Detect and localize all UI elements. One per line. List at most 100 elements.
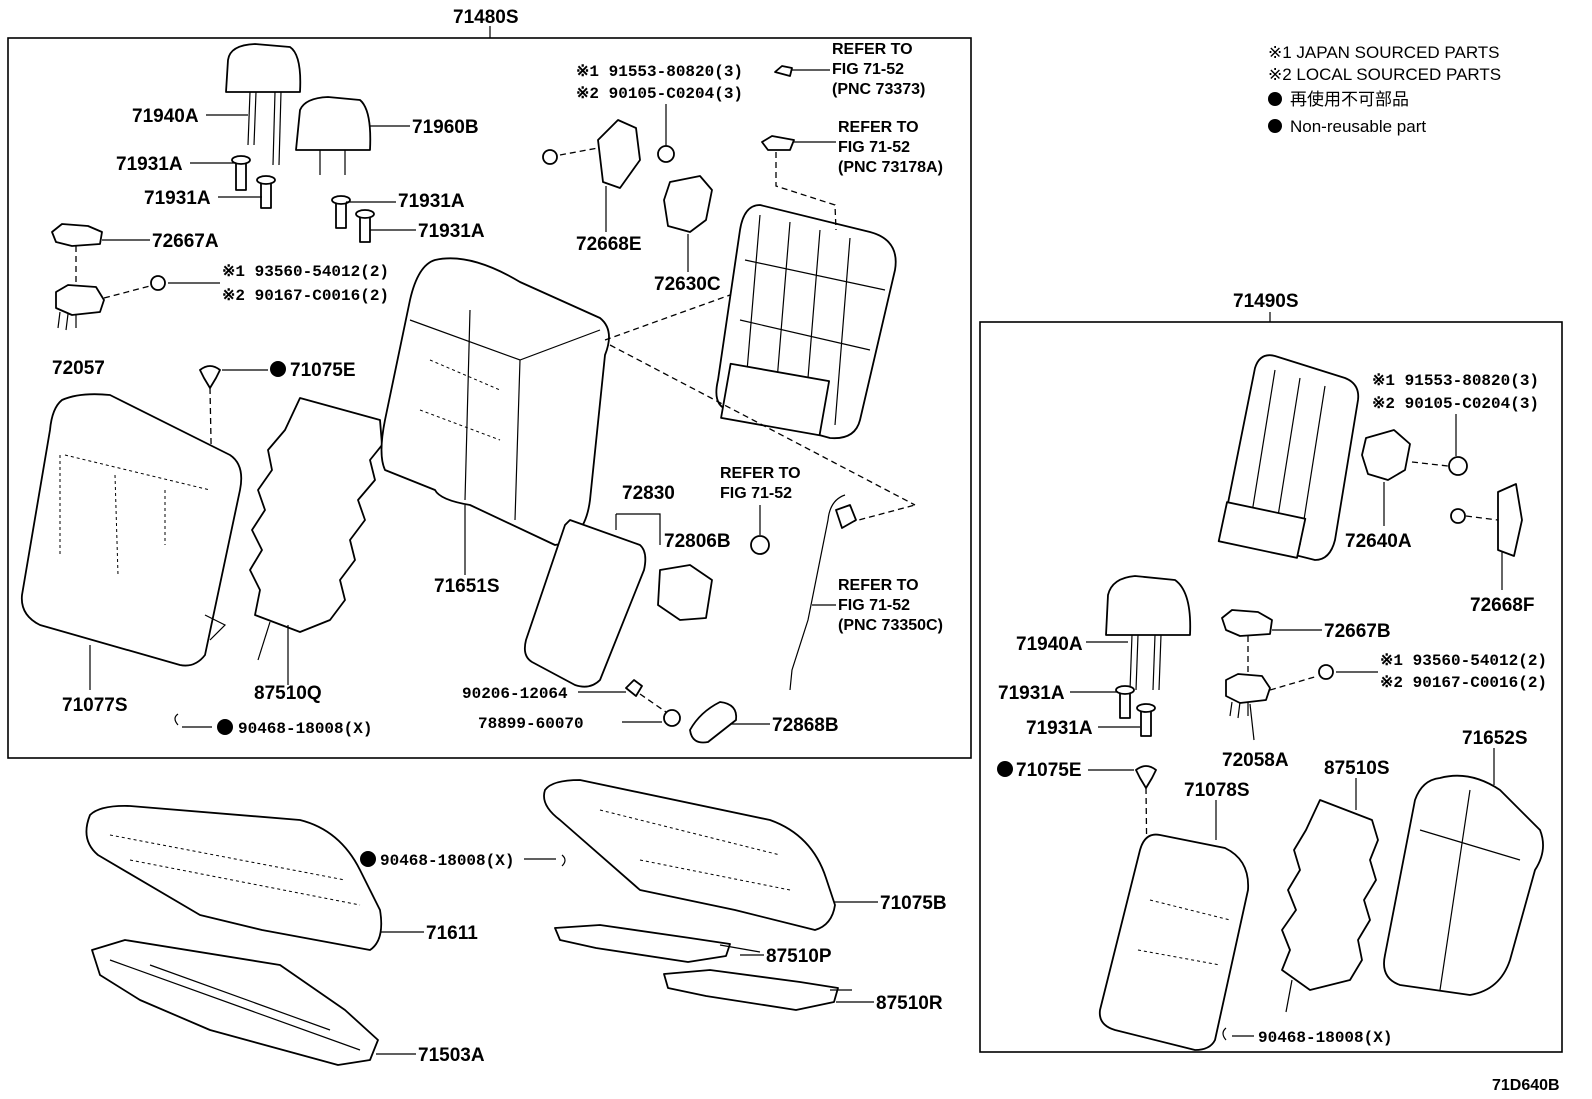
non-reusable-dot-icon [1268, 92, 1282, 106]
bracket-72667a-drawing [51, 223, 103, 247]
refer-to-text[interactable]: REFER TO [838, 119, 919, 136]
part-label-87510q[interactable]: 87510Q [254, 683, 322, 704]
part-label-71940a[interactable]: 71940A [132, 106, 199, 127]
heater-mat-87510p-drawing [554, 924, 731, 963]
part-label-90468-right[interactable]: 90468-18008(X) [1258, 1029, 1392, 1047]
latch-72058a-drawing [1225, 673, 1271, 704]
bracket-72667b-drawing [1221, 609, 1273, 637]
assembly-71490s-label[interactable]: 71490S [1233, 291, 1299, 312]
clip-icon [542, 149, 558, 165]
part-label-71651s[interactable]: 71651S [434, 576, 500, 597]
part-label-71931a-right[interactable]: 71931A [1026, 718, 1093, 739]
cover-72868b-drawing [689, 701, 738, 744]
bolt-japan-top[interactable]: ※1 91553-80820(3) [576, 63, 743, 81]
bolt-icon [1448, 456, 1468, 476]
part-label-72667b[interactable]: 72667B [1324, 621, 1391, 642]
bolt-icon [150, 275, 166, 291]
part-label-87510r[interactable]: 87510R [876, 993, 943, 1014]
part-label-72868b[interactable]: 72868B [772, 715, 839, 736]
part-label-87510p[interactable]: 87510P [766, 946, 832, 967]
cover-72668e-drawing [597, 119, 641, 189]
bracket-90206-drawing [625, 679, 643, 697]
seatback-frame-right-drawing [1217, 354, 1360, 561]
part-label-71078s[interactable]: 71078S [1184, 780, 1250, 801]
part-label-71611[interactable]: 71611 [426, 923, 478, 944]
part-label-71652s[interactable]: 71652S [1462, 728, 1528, 749]
hinge-72640a-drawing [1361, 429, 1411, 481]
refer-fig-text[interactable]: FIG 71-52 [838, 597, 910, 614]
headrest-guide-drawing [231, 155, 375, 243]
legend-non-reusable-jp: 再使用不可部品 [1290, 89, 1409, 109]
latch-72057-drawing [55, 284, 105, 316]
headrest-71940a-right-drawing [1105, 575, 1192, 691]
seatback-cover-71077s-drawing [20, 393, 243, 667]
part-label-87510s[interactable]: 87510S [1324, 758, 1390, 779]
part-label-72058a[interactable]: 72058A [1222, 750, 1289, 771]
legend-non-reusable-en: Non-reusable part [1290, 117, 1426, 136]
part-label-78899[interactable]: 78899-60070 [478, 715, 584, 733]
part-label-71931a[interactable]: 71931A [144, 188, 211, 209]
part-label-71940a-right[interactable]: 71940A [1016, 634, 1083, 655]
fastener-local-right[interactable]: ※2 90167-C0016(2) [1380, 674, 1547, 692]
part-label-71503a[interactable]: 71503A [418, 1045, 485, 1066]
part-label-72830[interactable]: 72830 [622, 483, 675, 504]
part-label-71077s[interactable]: 71077S [62, 695, 128, 716]
cushion-frame-71503a-drawing [91, 939, 379, 1066]
fastener-japan-right[interactable]: ※1 93560-54012(2) [1380, 652, 1547, 670]
assembly-71490s-frame [979, 321, 1563, 1053]
refer-to-text[interactable]: REFER TO [720, 465, 801, 482]
part-label-72630c[interactable]: 72630C [654, 274, 721, 295]
figure-id: 71D640B [1492, 1077, 1560, 1094]
part-label-71931a-right[interactable]: 71931A [998, 683, 1065, 704]
headrest-71960b-drawing [295, 96, 372, 175]
bolt-icon [663, 709, 681, 727]
part-label-71960b[interactable]: 71960B [412, 117, 479, 138]
seatback-pad-71651s-drawing [380, 257, 610, 546]
fastener-local-left[interactable]: ※2 90167-C0016(2) [222, 287, 389, 305]
refer-fig-text[interactable]: FIG 71-52 [838, 139, 910, 156]
hinge-72630c-drawing [663, 175, 713, 233]
part-label-72057[interactable]: 72057 [52, 358, 105, 379]
refer-pnc-text[interactable]: (PNC 73178A) [838, 159, 943, 176]
refer-pnc-text[interactable]: (PNC 73350C) [838, 617, 943, 634]
part-label-71931a[interactable]: 71931A [418, 221, 485, 242]
bolt-japan-right[interactable]: ※1 91553-80820(3) [1372, 372, 1539, 390]
non-reusable-dot-icon [270, 361, 286, 377]
clip-71075e-right-drawing [1135, 765, 1157, 789]
part-label-71931a[interactable]: 71931A [398, 191, 465, 212]
part-label-72668f[interactable]: 72668F [1470, 595, 1534, 616]
bolt-icon [1318, 664, 1334, 680]
bolt-local-top[interactable]: ※2 90105-C0204(3) [576, 85, 743, 103]
refer-pnc-text[interactable]: (PNC 73373) [832, 81, 925, 98]
legend-japan-sourced: ※1 JAPAN SOURCED PARTS [1268, 43, 1500, 62]
seatback-frame-drawing [715, 204, 897, 440]
fastener-japan-left[interactable]: ※1 93560-54012(2) [222, 263, 389, 281]
assembly-71480s-label[interactable]: 71480S [453, 7, 519, 28]
legend-local-sourced: ※2 LOCAL SOURCED PARTS [1268, 65, 1501, 84]
part-label-72806b[interactable]: 72806B [664, 531, 731, 552]
headrest-71940a-drawing [225, 43, 302, 166]
refer-fig-text[interactable]: FIG 71-52 [720, 485, 792, 502]
refer-fig-text[interactable]: FIG 71-52 [832, 61, 904, 78]
armrest-72830-drawing [523, 519, 647, 688]
refer-to-text[interactable]: REFER TO [838, 577, 919, 594]
cupholder-72806b-drawing [657, 564, 713, 621]
clip-icon [1450, 508, 1466, 524]
part-label-90468-mid[interactable]: 90468-18008(X) [380, 852, 514, 870]
non-reusable-dot-icon [217, 719, 233, 735]
bolt-local-right[interactable]: ※2 90105-C0204(3) [1372, 395, 1539, 413]
part-label-72640a[interactable]: 72640A [1345, 531, 1412, 552]
heater-mat-87510s-drawing [1281, 799, 1379, 991]
heater-mat-87510q-drawing [249, 397, 383, 633]
part-label-71931a[interactable]: 71931A [116, 154, 183, 175]
part-label-72667a[interactable]: 72667A [152, 231, 219, 252]
part-label-72668e[interactable]: 72668E [576, 234, 642, 255]
part-label-90468-left[interactable]: 90468-18008(X) [238, 720, 372, 738]
part-label-71075e[interactable]: 71075E [290, 360, 356, 381]
part-label-71075b[interactable]: 71075B [880, 893, 947, 914]
part-label-90206[interactable]: 90206-12064 [462, 685, 568, 703]
refer-to-text[interactable]: REFER TO [832, 41, 913, 58]
part-label-71075e-right[interactable]: 71075E [1016, 760, 1082, 781]
part-73373-drawing [774, 65, 793, 77]
